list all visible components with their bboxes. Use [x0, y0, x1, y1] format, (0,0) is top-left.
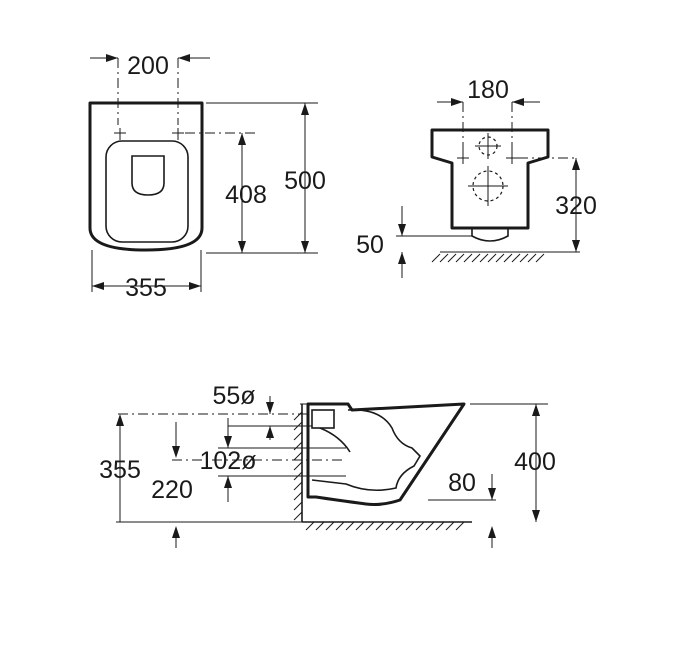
dim-80-label: 80 [448, 469, 476, 497]
side-view-pan-outline [306, 402, 466, 506]
dim-50-label: 50 [356, 231, 384, 259]
dim-200-label: 200 [127, 52, 169, 80]
front-view-trap [471, 228, 509, 242]
dim-180-label: 180 [467, 76, 509, 104]
dim-55-label: 55ø [212, 382, 255, 410]
fixing-marker-front-left [457, 152, 469, 164]
dim-400-label: 400 [514, 448, 556, 476]
dim-408-label: 408 [225, 181, 267, 209]
top-view: 200 355 408 500 [88, 52, 326, 302]
dim-355-label: 355 [125, 274, 167, 302]
top-view-flush-hole [131, 155, 165, 196]
front-view-outline [430, 128, 550, 230]
dim-500-label: 500 [284, 167, 326, 195]
top-view-inner-bowl [105, 140, 189, 243]
side-view: 55ø 102ø 355 220 400 80 [99, 382, 556, 548]
dim-355-height-label: 355 [99, 456, 141, 484]
front-view: 180 320 50 [356, 76, 597, 278]
top-view-bowl-outline [88, 101, 204, 252]
floor-hatch-front [431, 253, 545, 263]
fixing-marker-left [114, 128, 126, 140]
side-view-trapway [311, 409, 422, 492]
fixing-marker-right [172, 128, 184, 140]
dim-102-label: 102ø [200, 447, 257, 475]
wall-hatch [293, 411, 303, 521]
dim-220-label: 220 [151, 476, 193, 504]
floor-hatch-side [305, 521, 465, 531]
side-view-inlet [311, 409, 335, 429]
dim-320-label: 320 [555, 192, 597, 220]
fixing-marker-front-right [506, 152, 518, 164]
